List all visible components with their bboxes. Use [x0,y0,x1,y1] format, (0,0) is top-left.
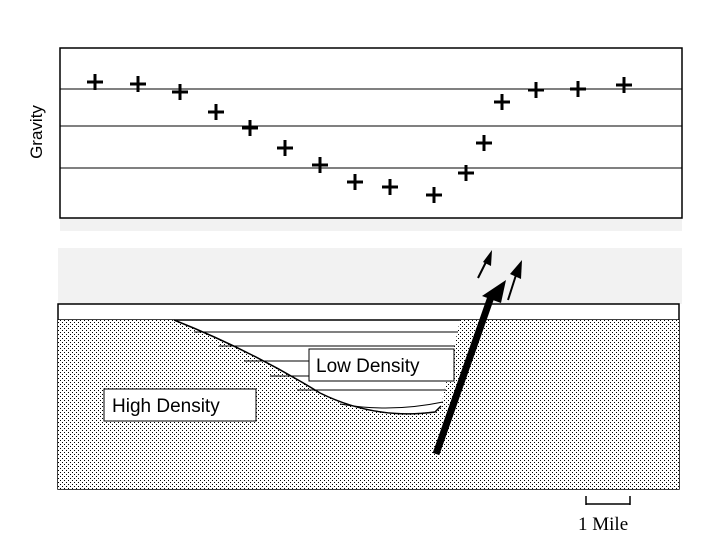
svg-text:Low Density: Low Density [316,356,420,377]
scale-bar: 1 Mile [578,496,630,535]
gravity-axis-label: Gravity [27,105,46,159]
surface-band [58,248,682,304]
svg-text:High Density: High Density [112,396,220,417]
low-density-label: Low Density [309,349,454,381]
high-density-label: High Density [104,389,256,421]
gravity-panel: Gravity [27,48,682,231]
scale-bar-label: 1 Mile [578,514,628,535]
gravity-plot-frame [60,48,682,218]
